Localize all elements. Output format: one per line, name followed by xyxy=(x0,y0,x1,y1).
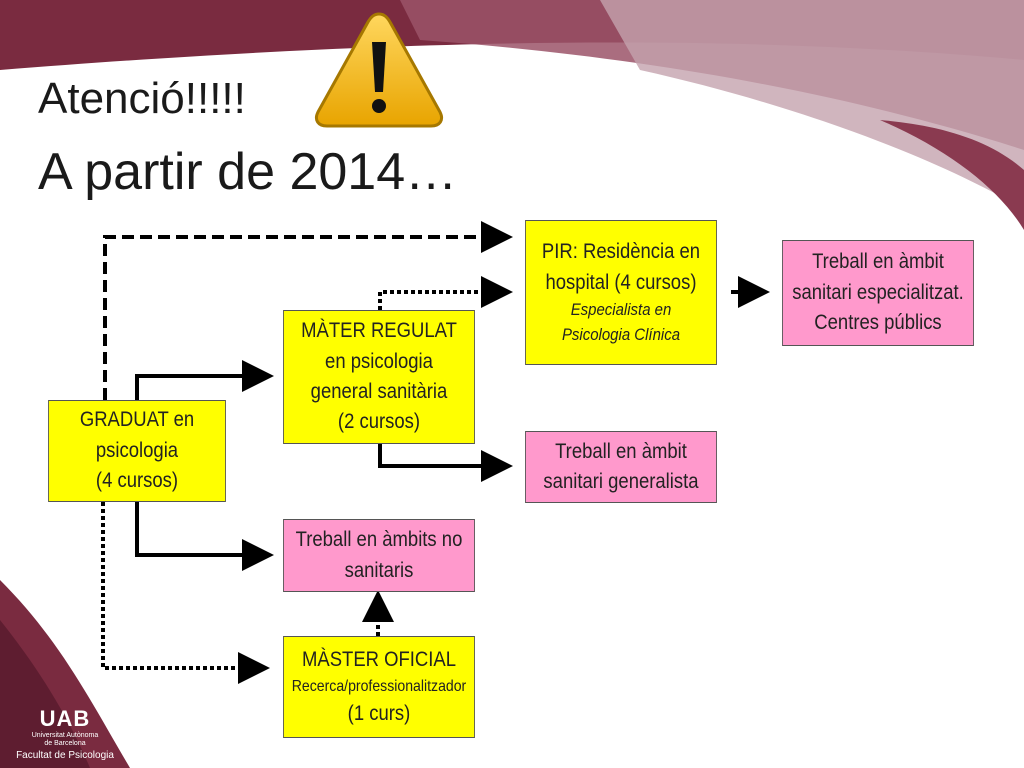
page-title-line1: Atenció!!!!! xyxy=(38,74,246,123)
box-generalista-line2: sanitari generalista xyxy=(543,470,699,493)
box-master-oficial-line1: MÀSTER OFICIAL xyxy=(301,647,457,671)
box-especialitzat-line3: Centres públics xyxy=(814,311,942,335)
uab-logo: UAB Universitat Autònoma de Barcelona Fa… xyxy=(10,706,120,761)
box-mater-line1: MÀTER REGULAT xyxy=(301,319,457,343)
box-graduat-line3: (4 cursos) xyxy=(95,469,179,493)
box-pir-line1: PIR: Residència en xyxy=(541,240,701,264)
page-title-line2: A partir de 2014… xyxy=(38,143,458,201)
uab-logo-mark: UAB xyxy=(39,706,91,731)
box-mater-regulat: MÀTER REGULAT en psicologia general sani… xyxy=(283,310,475,444)
box-graduat: GRADUAT en psicologia (4 cursos) xyxy=(48,400,226,502)
box-master-oficial: MÀSTER OFICIAL Recerca/professionalitzad… xyxy=(283,636,475,738)
box-mater-line3: general sanitària xyxy=(310,380,448,403)
box-no-sanitaris-line2: sanitaris xyxy=(344,558,414,582)
box-pir-line4: Psicologia Clínica xyxy=(561,324,681,344)
box-mater-line2: en psicologia xyxy=(325,349,433,373)
box-master-oficial-line3: (1 curs) xyxy=(347,701,411,725)
warning-icon xyxy=(314,12,444,128)
uab-logo-sub2: de Barcelona xyxy=(44,739,86,747)
box-generalista-line1: Treball en àmbit xyxy=(555,439,687,463)
box-treball-generalista: Treball en àmbit sanitari generalista xyxy=(525,431,717,503)
box-especialitzat-line1: Treball en àmbit xyxy=(812,250,944,274)
box-no-sanitaris-line1: Treball en àmbits no xyxy=(295,528,463,552)
box-graduat-line1: GRADUAT en xyxy=(79,408,195,432)
box-graduat-line2: psicologia xyxy=(95,438,179,462)
box-especialitzat-line2: sanitari especialitzat. xyxy=(792,280,964,304)
box-treball-especialitzat: Treball en àmbit sanitari especialitzat.… xyxy=(782,240,974,346)
uab-logo-sub1: Universitat Autònoma xyxy=(31,732,99,739)
box-pir-line3: Especialista en xyxy=(570,300,672,320)
box-treball-no-sanitaris: Treball en àmbits no sanitaris xyxy=(283,519,475,592)
box-pir-line2: hospital (4 cursos) xyxy=(545,270,697,294)
uab-faculty-name: Facultat de Psicologia xyxy=(16,750,114,762)
box-master-oficial-line2: Recerca/professionalitzador xyxy=(291,678,467,696)
box-mater-line4: (2 cursos) xyxy=(337,410,421,434)
box-pir: PIR: Residència en hospital (4 cursos) E… xyxy=(525,220,717,365)
